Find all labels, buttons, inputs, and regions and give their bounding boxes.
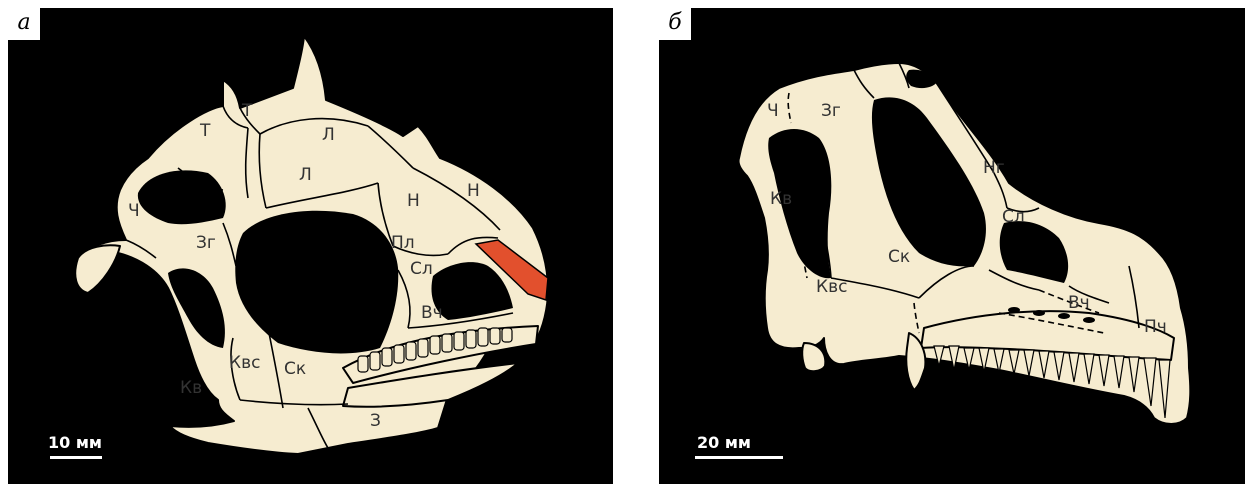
label-n1: Н xyxy=(407,191,420,211)
label-vch: Вч xyxy=(421,303,443,323)
label-kv: Кв xyxy=(180,378,202,398)
label-pl: Пл xyxy=(391,233,415,253)
label-b-sl: Сл xyxy=(1002,207,1025,227)
label-b-kvs: Квс xyxy=(816,277,847,297)
label-ch: Ч xyxy=(128,201,140,221)
label-l2: Л xyxy=(299,165,312,185)
label-b-vch: Вч xyxy=(1068,293,1090,313)
skull-diagram-a: Т Т Л Л Н Н Ч Зг Нг Пл Сл Вч Квс Ск Кв З… xyxy=(8,8,613,484)
label-kvs: Квс xyxy=(229,353,260,373)
label-sl: Сл xyxy=(410,259,433,279)
label-sk: Ск xyxy=(284,359,306,379)
label-b-ng: Нг xyxy=(983,158,1005,178)
label-t2: Т xyxy=(241,101,253,121)
label-b-zg: Зг xyxy=(821,101,841,121)
label-b-kv: Кв xyxy=(770,189,792,209)
label-zg: Зг xyxy=(196,233,216,253)
scale-bar-a xyxy=(50,456,102,459)
top-fenestra-b xyxy=(906,70,937,88)
snout-fragment-a xyxy=(75,245,120,293)
scale-bar-b xyxy=(695,456,783,459)
panel-letter-a: а xyxy=(8,8,41,41)
label-t1: Т xyxy=(199,121,211,141)
label-n2: Н xyxy=(467,181,480,201)
skull-diagram-b: Ч Зг Нг Сл Кв Квс Ск Вч Пч 20 мм xyxy=(659,8,1245,484)
label-l1: Л xyxy=(322,125,335,145)
scale-label-b: 20 мм xyxy=(697,433,751,452)
panel-letter-b: б xyxy=(659,8,692,41)
label-z: З xyxy=(370,411,381,431)
panel-a: Т Т Л Л Н Н Ч Зг Нг Пл Сл Вч Квс Ск Кв З… xyxy=(8,8,613,484)
panel-b: Ч Зг Нг Сл Кв Квс Ск Вч Пч 20 мм б xyxy=(659,8,1245,484)
label-b-ch: Ч xyxy=(767,101,779,121)
label-ng: Нг xyxy=(304,230,328,251)
quadrate-fragment-b xyxy=(802,343,825,371)
label-b-pch: Пч xyxy=(1144,317,1167,337)
label-b-sk: Ск xyxy=(888,247,910,267)
scale-label-a: 10 мм xyxy=(48,433,102,452)
